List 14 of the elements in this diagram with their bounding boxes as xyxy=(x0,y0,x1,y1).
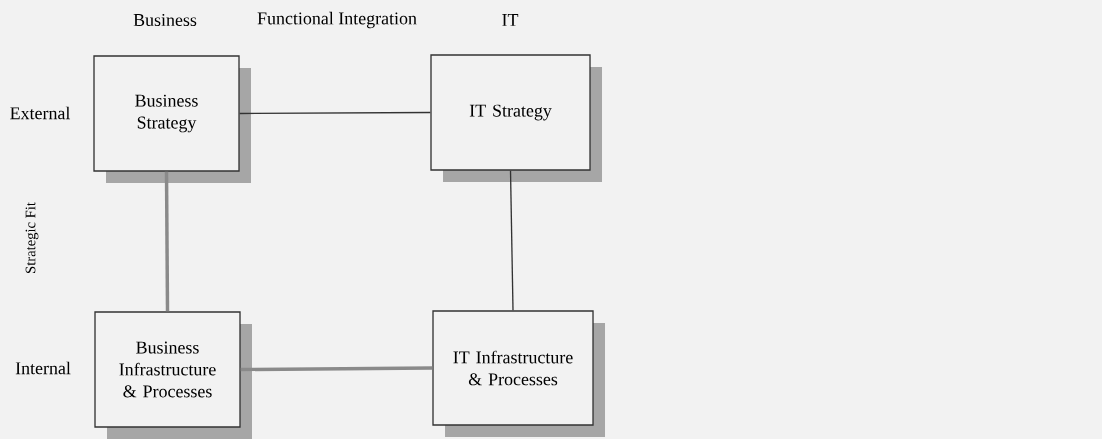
axis-label: Strategic Fit xyxy=(25,202,39,273)
axis-label: IT xyxy=(502,14,519,26)
process-box: IT Infrastructure & Processes xyxy=(432,310,605,437)
connector-line xyxy=(239,111,431,115)
process-box: Business Infrastructure & Processes xyxy=(94,311,252,439)
axis-label: Functional Integration xyxy=(257,11,417,29)
axis-label: External xyxy=(10,106,71,120)
process-box: Business Strategy xyxy=(93,55,251,183)
axis-label: Internal xyxy=(15,361,71,375)
process-box: IT Strategy xyxy=(430,54,602,182)
axis-label: Business xyxy=(133,14,197,26)
connector-line xyxy=(240,366,433,372)
connector-line xyxy=(164,171,170,312)
connector-line xyxy=(509,170,514,311)
